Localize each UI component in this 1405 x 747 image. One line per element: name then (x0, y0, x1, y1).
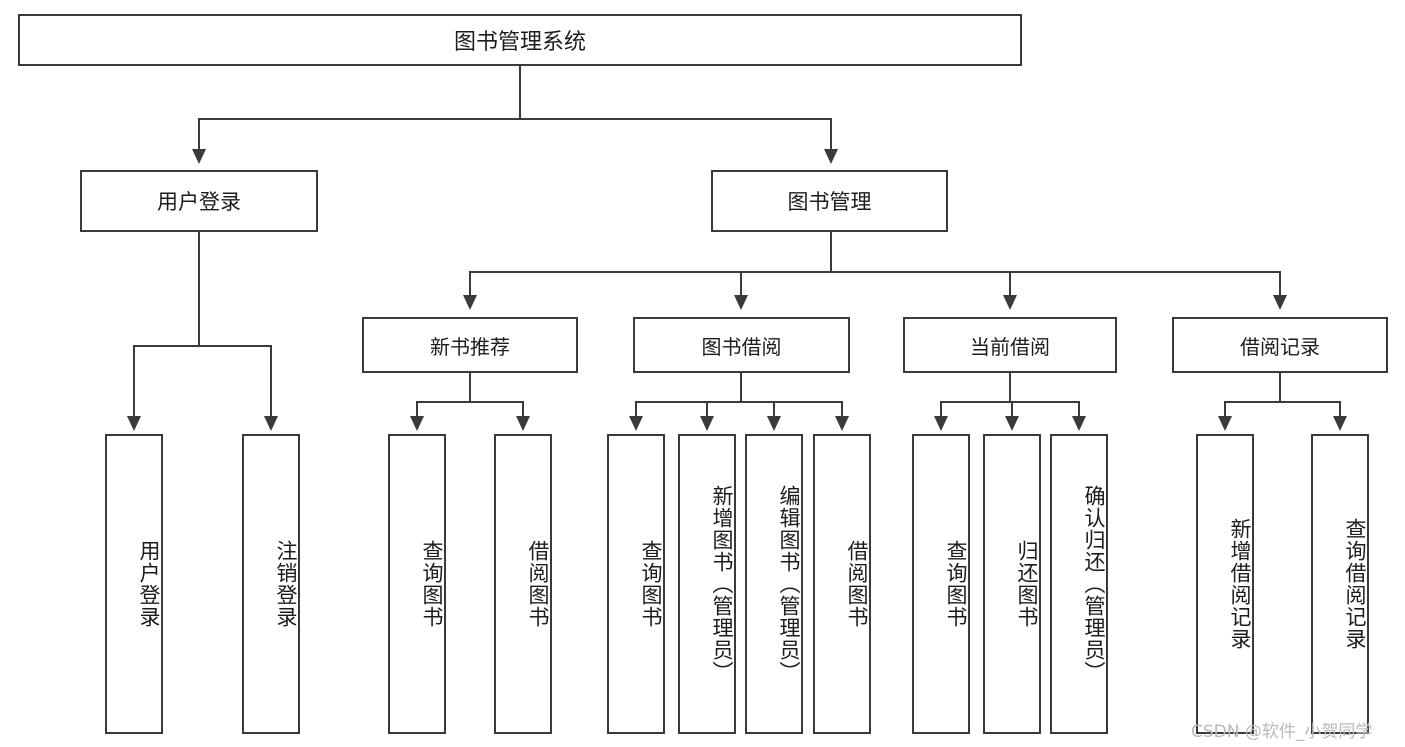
leaf-label: 注销登录 (274, 540, 298, 628)
leaf-label: 查询图书 (944, 540, 968, 628)
arrowhead-borrow-record (1273, 295, 1287, 310)
connector-drop-login-leaf-0 (133, 345, 135, 419)
connector-book-borrow-stem (740, 373, 742, 402)
leaf-cb-return-book[interactable]: 归还图书 (983, 434, 1041, 734)
leaf-br-query-borrow-record[interactable]: 查询借阅记录 (1311, 434, 1369, 734)
connector-book-borrow-bus (635, 401, 843, 403)
connector-new-book-recommend-bus (416, 401, 524, 403)
arrowhead-bb-leaf-1 (700, 416, 714, 431)
leaf-label: 归还图书 (1015, 540, 1039, 628)
node-label: 借阅记录 (1240, 334, 1320, 359)
arrowhead-user-login (192, 149, 206, 164)
connector-drop-book-borrow (740, 271, 742, 298)
node-current-borrow[interactable]: 当前借阅 (903, 317, 1117, 373)
node-label: 图书管理 (787, 190, 872, 214)
connector-drop-br-leaf-1 (1339, 401, 1341, 419)
connector-drop-book-management (830, 118, 832, 152)
leaf-label: 新增借阅记录 (1228, 518, 1252, 650)
leaf-cb-query-book[interactable]: 查询图书 (912, 434, 970, 734)
node-label: 新书推荐 (430, 334, 510, 359)
leaf-label: 新增图书（管理员） (710, 485, 734, 683)
arrowhead-bb-leaf-2 (767, 416, 781, 431)
node-label: 当前借阅 (970, 334, 1050, 359)
leaf-label: 查询图书 (639, 540, 663, 628)
node-book-borrow[interactable]: 图书借阅 (633, 317, 850, 373)
leaf-bb-edit-book-admin[interactable]: 编辑图书（管理员） (745, 434, 803, 734)
connector-drop-login-leaf-1 (270, 345, 272, 419)
connector-new-book-recommend-stem (469, 373, 471, 402)
connector-borrow-record-bus (1224, 401, 1341, 403)
leaf-cb-confirm-return-admin[interactable]: 确认归还（管理员） (1050, 434, 1108, 734)
connector-user-login-bus (133, 345, 270, 347)
leaf-label: 确认归还（管理员） (1082, 485, 1106, 683)
arrowhead-login-leaf-0 (127, 416, 141, 431)
leaf-nbr-borrow-book[interactable]: 借阅图书 (494, 434, 552, 734)
connector-drop-current-borrow (1009, 271, 1011, 298)
arrowhead-br-leaf-0 (1218, 416, 1232, 431)
node-user-login[interactable]: 用户登录 (80, 170, 318, 232)
connector-drop-cb-leaf-1 (1011, 401, 1013, 419)
arrowhead-cb-leaf-1 (1005, 416, 1019, 431)
arrowhead-nbr-leaf-1 (516, 416, 530, 431)
node-label: 图书借阅 (701, 334, 782, 359)
arrowhead-book-borrow (734, 295, 748, 310)
connector-user-login-stem (198, 232, 200, 346)
arrowhead-nbr-leaf-0 (410, 416, 424, 431)
node-label: 图书管理系统 (453, 30, 586, 55)
arrowhead-bb-leaf-0 (629, 416, 643, 431)
connector-book-management-bus (469, 271, 1281, 273)
connector-drop-nbr-leaf-1 (522, 401, 524, 419)
leaf-user-login[interactable]: 用户登录 (105, 434, 163, 734)
arrowhead-new-book-recommend (463, 295, 477, 310)
arrowhead-current-borrow (1003, 295, 1017, 310)
node-borrow-record[interactable]: 借阅记录 (1172, 317, 1388, 373)
connector-drop-br-leaf-0 (1224, 401, 1226, 419)
leaf-nbr-query-book[interactable]: 查询图书 (388, 434, 446, 734)
connector-root-bus (198, 118, 832, 120)
connector-book-management-stem (830, 232, 832, 272)
connector-drop-borrow-record (1279, 271, 1281, 298)
connector-borrow-record-stem (1279, 373, 1281, 402)
connector-drop-new-book-recommend (469, 271, 471, 298)
arrowhead-book-management (824, 149, 838, 164)
node-root-book-management-system[interactable]: 图书管理系统 (18, 14, 1022, 66)
connector-drop-bb-leaf-0 (635, 401, 637, 419)
connector-drop-bb-leaf-2 (773, 401, 775, 419)
arrowhead-bb-leaf-3 (835, 416, 849, 431)
node-label: 用户登录 (157, 190, 241, 214)
leaf-label: 查询借阅记录 (1343, 518, 1367, 650)
node-new-book-recommend[interactable]: 新书推荐 (362, 317, 578, 373)
csdn-watermark: CSDN @软件_小贺同学 (1191, 722, 1373, 742)
connector-drop-bb-leaf-3 (841, 401, 843, 419)
leaf-bb-add-book-admin[interactable]: 新增图书（管理员） (678, 434, 736, 734)
leaf-label: 编辑图书（管理员） (777, 485, 801, 683)
connector-drop-bb-leaf-1 (706, 401, 708, 419)
leaf-br-add-borrow-record[interactable]: 新增借阅记录 (1196, 434, 1254, 734)
arrowhead-cb-leaf-0 (934, 416, 948, 431)
leaf-bb-borrow-book[interactable]: 借阅图书 (813, 434, 871, 734)
leaf-label: 借阅图书 (845, 540, 869, 628)
leaf-label: 借阅图书 (526, 540, 550, 628)
leaf-bb-query-book[interactable]: 查询图书 (607, 434, 665, 734)
leaf-logout[interactable]: 注销登录 (242, 434, 300, 734)
leaf-label: 查询图书 (420, 540, 444, 628)
connector-drop-nbr-leaf-0 (416, 401, 418, 419)
connector-root-stem (519, 66, 521, 119)
arrowhead-cb-leaf-2 (1072, 416, 1086, 431)
leaf-label: 用户登录 (137, 540, 161, 628)
node-book-management[interactable]: 图书管理 (711, 170, 948, 232)
arrowhead-login-leaf-1 (264, 416, 278, 431)
connector-drop-cb-leaf-2 (1078, 401, 1080, 419)
connector-drop-user-login (198, 118, 200, 152)
connector-drop-cb-leaf-0 (940, 401, 942, 419)
connector-current-borrow-bus (940, 401, 1079, 403)
connector-current-borrow-stem (1009, 373, 1011, 402)
arrowhead-br-leaf-1 (1333, 416, 1347, 431)
